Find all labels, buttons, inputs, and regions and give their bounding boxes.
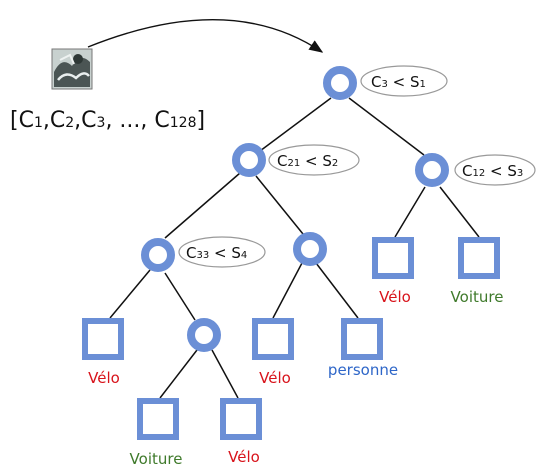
edge-left-mid [255,175,304,235]
deep-test-op: < S [209,244,241,262]
root-test-feat-idx: 3 [381,79,387,90]
leaf-box-b [458,237,500,279]
fv-sep-1: ,C [43,108,65,133]
right-test-feat-idx: 12 [472,168,485,179]
leaf-box-d [252,318,294,360]
leaf-label-e: personne [328,361,398,379]
edge-root-right [348,97,425,156]
edge-root-left [259,97,332,152]
test-bubble-root: C3 < S1 [360,65,448,97]
fv-open: [C [10,108,34,133]
fv-ellipsis: , ..., C [105,108,169,133]
edge-deep-leafc [109,269,151,319]
left-test-thr-idx: 2 [332,158,338,169]
lower-node [187,318,221,352]
leaf-label-f: Voiture [130,450,183,465]
test-bubble-left: C21 < S2 [268,144,360,176]
root-test-op: < S [388,73,420,91]
root-node [323,66,357,100]
leaf-label-d: Vélo [259,369,291,387]
mid-node [293,232,327,266]
left-node [232,143,266,177]
feature-vector: [C1,C2,C3, ..., C128] [10,108,205,133]
svg-text:C33 < S4: C33 < S4 [186,244,247,262]
fv-c1-subscript: 1 [34,115,43,131]
edge-left-deep [164,172,241,239]
deep-test-feat-idx: 33 [196,250,209,261]
leaf-label-b: Voiture [451,288,504,306]
leaf-label-g: Vélo [228,448,260,465]
sample-image [51,48,93,90]
right-test-feat: C [462,162,472,180]
right-test-thr-idx: 3 [517,168,523,179]
leaf-box-a [372,237,414,279]
edge-right-leafb [439,186,480,238]
leaf-box-c [82,318,124,360]
test-bubble-deep: C33 < S4 [178,236,266,268]
leaf-label-c: Vélo [88,369,120,387]
deep-node [141,238,175,272]
right-node [415,153,449,187]
root-test-feat: C [371,73,381,91]
left-test-feat: C [277,152,287,170]
edge-right-leafa [394,186,426,238]
deep-test-thr-idx: 4 [241,250,247,261]
leaf-box-f [137,398,179,440]
edge-lower-leaff [159,349,198,399]
leaf-label-a: Vélo [379,288,411,306]
fv-close: ] [197,108,206,133]
leaf-box-e [341,318,383,360]
fv-c3-subscript: 3 [97,115,106,131]
deep-test-feat: C [186,244,196,262]
left-test-op: < S [300,152,332,170]
leaf-box-g [220,398,262,440]
leaf-labels: Vélo Voiture Vélo Vélo personne Voiture … [88,288,503,465]
svg-text:C12 < S3: C12 < S3 [462,162,523,180]
edge-deep-lower [164,272,196,321]
tree-edges [109,97,480,399]
leaf-nodes [82,237,500,440]
input-arrow [87,19,324,53]
edge-mid-leafe [315,262,359,319]
right-test-op: < S [485,162,517,180]
svg-text:C21 < S2: C21 < S2 [277,152,338,170]
left-test-feat-idx: 21 [287,158,300,169]
decision-nodes [141,66,449,352]
fv-sep-2: ,C [74,108,96,133]
test-bubble-right: C12 < S3 [454,154,536,186]
fv-c128-subscript: 128 [170,115,197,131]
fv-c2-subscript: 2 [65,115,74,131]
root-test-thr-idx: 1 [420,79,426,90]
svg-text:C3 < S1: C3 < S1 [371,73,426,91]
edge-mid-leafd [272,262,303,319]
edge-lower-leafg [211,349,239,399]
